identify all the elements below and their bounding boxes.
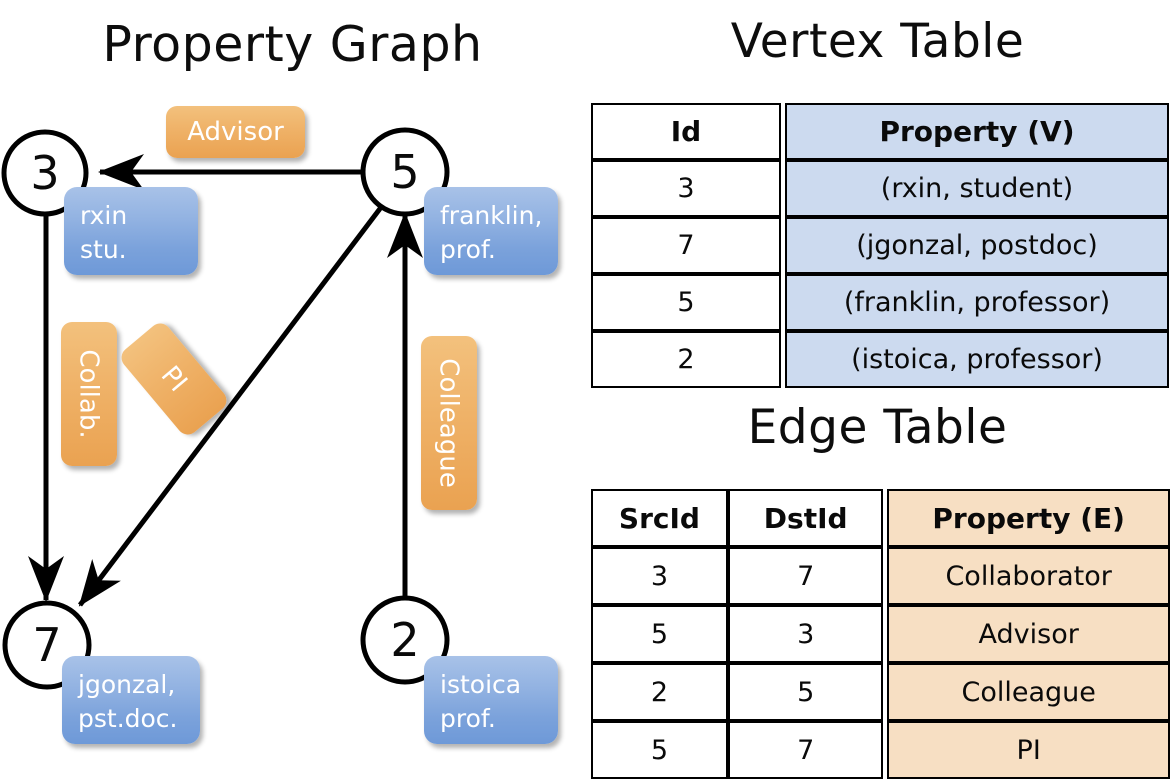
vertex-cell-property: (istoica, professor) [785, 331, 1169, 388]
vertex-cell-id: 5 [591, 274, 781, 331]
page-title-vertex-table: Vertex Table [730, 14, 1025, 69]
edge-cell-srcid: 5 [591, 605, 728, 663]
page-title-property-graph: Property Graph [102, 16, 483, 73]
table-row: 3 7 Collaborator [591, 547, 1170, 605]
vertex-property-box-7[interactable]: jgonzal, pst.doc. [62, 656, 200, 744]
edge-table-header-srcid: SrcId [591, 489, 728, 547]
edge-cell-dstid: 7 [727, 547, 884, 605]
column-gap [883, 721, 888, 779]
column-gap [781, 103, 785, 160]
edge-property-box-advisor[interactable]: Advisor [166, 106, 305, 158]
table-header-row: SrcId DstId Property (E) [591, 489, 1170, 547]
edge-cell-property: PI [887, 721, 1170, 779]
column-gap [883, 547, 888, 605]
vertex-cell-id: 7 [591, 217, 781, 274]
column-gap [781, 331, 785, 388]
edge-cell-srcid: 2 [591, 663, 728, 721]
edge-table: SrcId DstId Property (E) 3 7 Collaborato… [591, 489, 1170, 779]
vertex-table-header-id: Id [591, 103, 781, 160]
vertex-cell-property: (rxin, student) [785, 160, 1169, 217]
page-title-edge-table: Edge Table [747, 400, 1008, 455]
column-gap [781, 217, 785, 274]
edge-cell-dstid: 7 [727, 721, 884, 779]
vertex-table-header-property: Property (V) [785, 103, 1169, 160]
edge-cell-dstid: 5 [727, 663, 884, 721]
edge-property-box-colleague[interactable]: Colleague [421, 336, 477, 510]
vertex-property-line-2: prof. [440, 704, 496, 733]
vertex-cell-id: 3 [591, 160, 781, 217]
table-row: 5 (franklin, professor) [591, 274, 1169, 331]
vertex-property-line-1: rxin [80, 201, 128, 230]
vertex-property-line-1: franklin, [440, 201, 543, 230]
edge-cell-property: Collaborator [887, 547, 1170, 605]
vertex-property-box-2[interactable]: istoica prof. [424, 656, 558, 744]
vertex-cell-id: 2 [591, 331, 781, 388]
edge-cell-property: Colleague [887, 663, 1170, 721]
column-gap [781, 160, 785, 217]
edge-label-collab: Collab. [74, 349, 104, 439]
column-gap [781, 274, 785, 331]
table-row: 7 (jgonzal, postdoc) [591, 217, 1169, 274]
table-row: 3 (rxin, student) [591, 160, 1169, 217]
vertex-property-line-1: jgonzal, [78, 670, 176, 699]
edge-property-box-collab[interactable]: Collab. [61, 322, 117, 466]
table-row: 5 3 Advisor [591, 605, 1170, 663]
edge-label-colleague: Colleague [434, 358, 465, 488]
edge-line-5-to-7 [78, 200, 387, 607]
edge-label-pi: PI [154, 360, 193, 398]
vertex-table: Id Property (V) 3 (rxin, student) 7 (jgo… [591, 103, 1169, 388]
vertex-property-line-2: stu. [80, 235, 127, 264]
vertex-property-line-2: pst.doc. [78, 704, 178, 733]
table-row: 2 (istoica, professor) [591, 331, 1169, 388]
vertex-property-line-1: istoica [440, 670, 522, 699]
edge-cell-srcid: 5 [591, 721, 728, 779]
vertex-property-box-3[interactable]: rxin stu. [64, 187, 198, 275]
edge-table-header-dstid: DstId [727, 489, 884, 547]
edge-cell-srcid: 3 [591, 547, 728, 605]
vertex-property-box-5[interactable]: franklin, prof. [424, 187, 558, 275]
edge-cell-property: Advisor [887, 605, 1170, 663]
edge-cell-dstid: 3 [727, 605, 884, 663]
vertex-cell-property: (jgonzal, postdoc) [785, 217, 1169, 274]
property-graph-diagram: 3 5 7 2 rxin stu. franklin, prof. jgonza… [0, 0, 585, 760]
table-header-row: Id Property (V) [591, 103, 1169, 160]
table-row: 5 7 PI [591, 721, 1170, 779]
table-row: 2 5 Colleague [591, 663, 1170, 721]
column-gap [883, 663, 888, 721]
vertex-cell-property: (franklin, professor) [785, 274, 1169, 331]
column-gap [883, 605, 888, 663]
vertex-property-line-2: prof. [440, 235, 496, 264]
edge-table-header-property: Property (E) [887, 489, 1170, 547]
column-gap [883, 489, 888, 547]
edge-label-advisor: Advisor [187, 117, 284, 147]
